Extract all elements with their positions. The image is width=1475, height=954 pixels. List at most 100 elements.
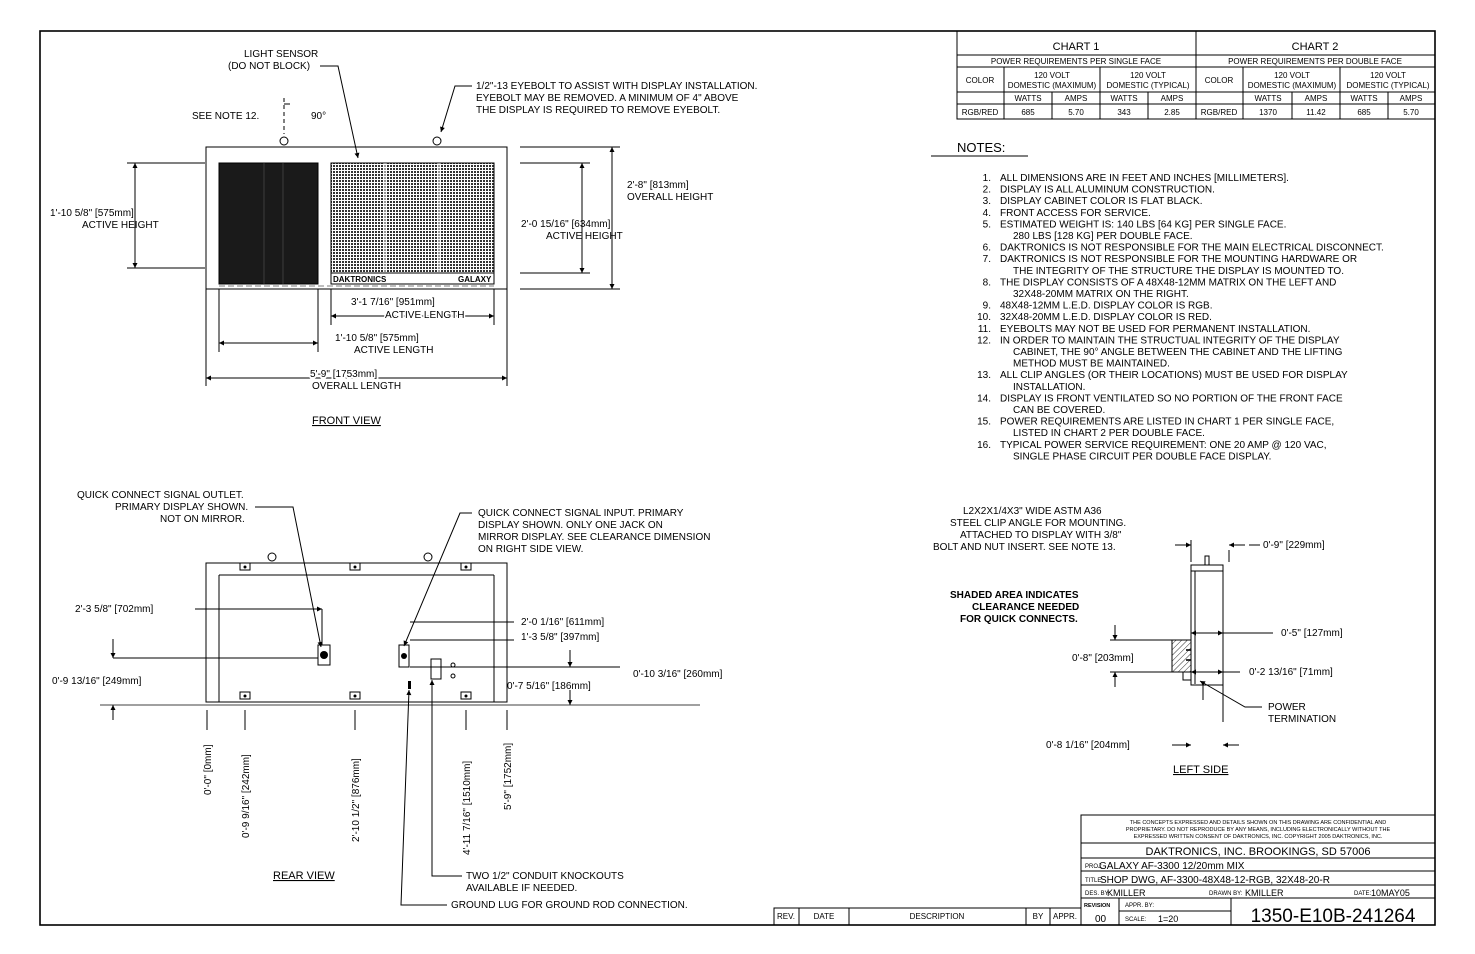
revision-label: REVISION [1084,903,1110,909]
note-number: 3. [983,196,991,207]
rear-vdim-0: 0'-0" [0mm] [203,744,214,795]
rev-head-date: DATE [814,912,835,921]
des-value: KMILLER [1107,888,1146,898]
note-number: 11. [978,324,991,335]
note-number: 8. [983,277,991,288]
outlet-note-2: PRIMARY DISPLAY SHOWN. [115,502,248,513]
note-text: THE INTEGRITY OF THE STRUCTURE THE DISPL… [1013,266,1344,277]
side-dim-203: 0'-8" [203mm] [1072,653,1134,664]
power-term-1: POWER [1268,702,1306,713]
active-length-2-label: ACTIVE LENGTH [354,345,433,356]
side-dim-127: 0'-5" [127mm] [1281,628,1343,639]
chart2-unit-1: AMPS [1305,94,1328,103]
rear-vdim-1: 0'-9 9/16" [242mm] [241,754,252,838]
rear-dim-397: 1'-3 5/8" [397mm] [521,632,599,643]
front-panel-left [218,162,319,285]
chart1-head-color: COLOR [966,76,995,85]
note-text: CAN BE COVERED. [1013,405,1105,416]
revision-strip: REV. DATE DESCRIPTION BY APPR. [773,907,1082,926]
chart2-cell-0: RGB/RED [1201,108,1238,117]
input-note-1: QUICK CONNECT SIGNAL INPUT. PRIMARY [478,508,684,519]
rear-view-title: REAR VIEW [273,870,335,882]
input-note-3: MIRROR DISPLAY. SEE CLEARANCE DIMENSION [478,532,710,543]
note-number: 14. [977,393,991,404]
chart1-head-max-1: 120 VOLT [1034,71,1070,80]
confidential-3: EXPRESSED WRITTEN CONSENT OF DAKTRONICS,… [1134,834,1383,840]
front-brand-left: DAKTRONICS [333,275,387,284]
note-text: 32X48-20MM MATRIX ON THE RIGHT. [1013,289,1189,300]
power-term-2: TERMINATION [1268,714,1336,725]
rear-vdim-3: 4'-11 7/16" [1510mm] [462,761,473,855]
front-view-title: FRONT VIEW [312,415,381,427]
input-note-2: DISPLAY SHOWN. ONLY ONE JACK ON [478,520,663,531]
note-number: 4. [983,208,991,219]
chart2-head-color: COLOR [1205,76,1234,85]
note-text: POWER REQUIREMENTS ARE LISTED IN CHART 1… [1000,417,1334,428]
overall-height-label: OVERALL HEIGHT [627,192,713,203]
rev-head-rev: REV. [777,912,795,921]
chart1-unit-3: AMPS [1161,94,1184,103]
side-eyebolt-icon [1204,555,1210,566]
input-note-4: ON RIGHT SIDE VIEW. [478,544,583,555]
power-charts: CHART 1 POWER REQUIREMENTS PER SINGLE FA… [956,30,1436,120]
active-length-1-dim: 3'-1 7/16" [951mm] [351,297,435,308]
note-text: THE DISPLAY CONSISTS OF A 48X48-12MM MAT… [1000,277,1336,288]
rear-dim-702: 2'-3 5/8" [702mm] [75,604,153,615]
scale-value: 1=20 [1158,914,1178,924]
see-note-12: SEE NOTE 12. [192,111,259,122]
chart2-cell-2: 11.42 [1306,108,1326,117]
left-active-height-dim: 1'-10 5/8" [575mm] [50,208,134,219]
power-box-icon [430,658,442,680]
chart1-cell-2: 5.70 [1068,108,1084,117]
date-value: 10MAY05 [1371,888,1410,898]
proj-value: GALAXY AF-3300 12/20mm MIX [1099,861,1245,872]
note-text: METHOD MUST BE MAINTAINED. [1013,359,1170,370]
drawing-number: 1350-E10B-241264 [1251,906,1416,927]
note-text: ESTIMATED WEIGHT IS: 140 LBS [64 KG] PER… [1000,219,1286,230]
shaded-note-2: CLEARANCE NEEDED [972,602,1079,613]
shaded-note-1: SHADED AREA INDICATES [950,590,1079,601]
rear-dim-611: 2'-0 1/16" [611mm] [521,617,604,628]
angle-90: 90° [311,111,326,122]
chart1-cell-0: RGB/RED [962,108,999,117]
title-label: TITLE: [1085,878,1103,884]
note-number: 9. [983,301,991,312]
chart1-head-typ-2: DOMESTIC (TYPICAL) [1106,81,1189,90]
side-dim-71: 0'-2 13/16" [71mm] [1249,667,1333,678]
chart1-unit-0: WATTS [1014,94,1041,103]
overall-length-dim: 5'-9" [1753mm] [310,369,377,380]
signal-outlet-icon [317,644,331,666]
eyebolt-note-3: THE DISPLAY IS REQUIRED TO REMOVE EYEBOL… [476,105,720,116]
note-text: IN ORDER TO MAINTAIN THE STRUCTUAL INTEG… [1000,335,1340,346]
note-number: 16. [977,440,991,451]
note-number: 1. [983,173,991,184]
rear-view: QUICK CONNECT SIGNAL OUTLET. PRIMARY DIS… [52,490,723,911]
note-text: ALL CLIP ANGLES (OR THEIR LOCATIONS) MUS… [1000,370,1348,381]
side-dim-204: 0'-8 1/16" [204mm] [1046,740,1130,751]
chart2-head-max-2: DOMESTIC (MAXIMUM) [1248,81,1337,90]
clip-note-2: STEEL CLIP ANGLE FOR MOUNTING. [950,518,1126,529]
rev-head-description: DESCRIPTION [910,912,965,921]
eyebolt-note-1: 1/2"-13 EYEBOLT TO ASSIST WITH DISPLAY I… [476,81,757,92]
revision-value: 00 [1095,914,1107,925]
shaded-note-3: FOR QUICK CONNECTS. [960,614,1078,625]
left-side-title: LEFT SIDE [1173,764,1228,776]
rear-vdim-4: 5'-9" [1752mm] [503,743,514,810]
date-label: DATE: [1354,891,1372,897]
note-text: DAKTRONICS IS NOT RESPONSIBLE FOR THE MA… [1000,243,1384,254]
note-text: DISPLAY CABINET COLOR IS FLAT BLACK. [1000,196,1202,207]
note-text: TYPICAL POWER SERVICE REQUIREMENT: ONE 2… [1000,440,1327,451]
left-side-view: 0'-9" [229mm] L2X2X1/4X3" WIDE ASTM A36 … [933,506,1343,776]
notes-title: NOTES: [957,140,1005,155]
note-text: 280 LBS [128 KG] PER DOUBLE FACE. [1013,231,1193,242]
chart2-unit-0: WATTS [1254,94,1281,103]
company-line: DAKTRONICS, INC. BROOKINGS, SD 57006 [1146,846,1371,858]
chart2-unit-3: AMPS [1400,94,1423,103]
note-number: 7. [983,254,991,265]
eyebolt-right-icon [432,136,442,146]
note-number: 5. [983,219,991,230]
note-text: 32X48-20MM L.E.D. DISPLAY COLOR IS RED. [1000,312,1212,323]
right-active-height-label: ACTIVE HEIGHT [546,231,623,242]
chart2-cell-1: 1370 [1259,108,1277,117]
